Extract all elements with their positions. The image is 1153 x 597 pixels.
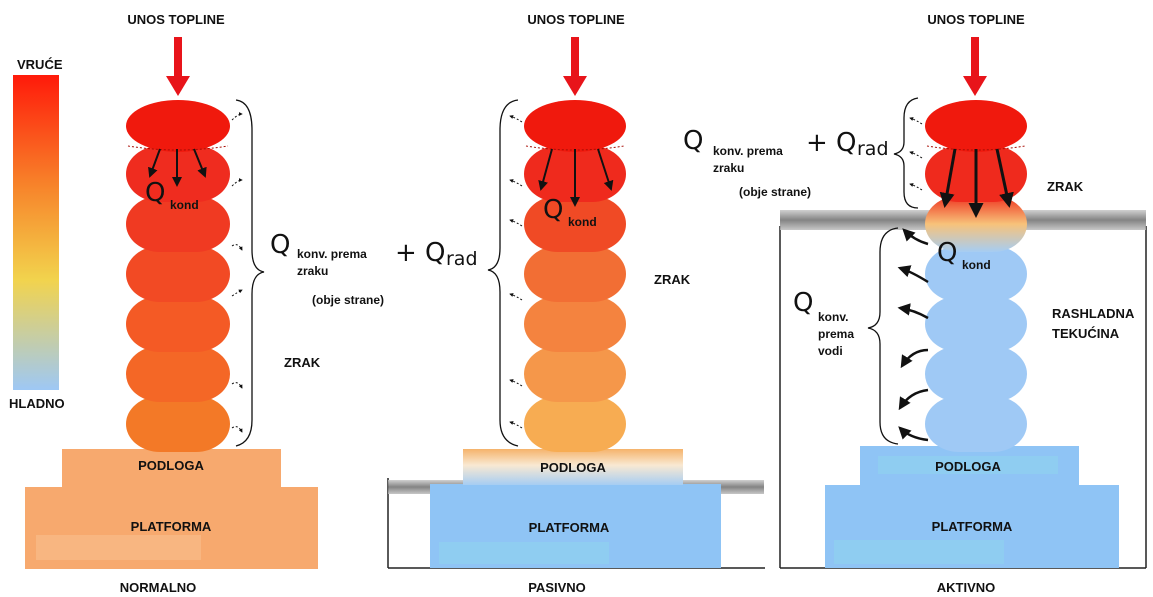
convection-arrows-water <box>897 228 929 442</box>
q-conv-subscript-2: zraku <box>297 264 329 278</box>
q-cond-symbol: Q <box>937 238 958 268</box>
temperature-legend-bar <box>13 75 59 390</box>
q-rad-symbol: + Q <box>806 128 857 158</box>
coolant-label-2: TEKUĆINA <box>1052 326 1120 341</box>
conduction-arrows <box>939 148 1014 218</box>
convection-arrows-air <box>909 117 923 191</box>
substrate-label: PODLOGA <box>935 459 1001 474</box>
q-rad-symbol: + Q <box>395 238 446 268</box>
heat-input-label: UNOS TOPLINE <box>127 12 225 27</box>
q-cond-symbol: Q <box>145 178 166 208</box>
panel-caption: AKTIVNO <box>936 580 996 595</box>
heat-input-label: UNOS TOPLINE <box>527 12 625 27</box>
legend-hot-label: VRUĆE <box>17 57 63 72</box>
convection-arrows <box>231 112 243 433</box>
brace <box>235 99 265 447</box>
brace <box>487 99 519 447</box>
q-cond-symbol: Q <box>543 195 564 225</box>
q-rad-subscript: rad <box>446 248 478 270</box>
q-water-subscript-3: vodi <box>818 344 843 358</box>
heat-input-arrow <box>963 37 987 96</box>
brace-air <box>893 97 919 209</box>
conduction-arrows <box>538 148 614 207</box>
q-cond-subscript: kond <box>170 198 199 212</box>
brace-water <box>867 227 899 445</box>
panel-passive <box>387 37 765 569</box>
substrate-label: PODLOGA <box>138 458 204 473</box>
substrate-block <box>463 449 683 485</box>
platform-label: PLATFORMA <box>130 519 212 534</box>
q-conv-symbol: Q <box>683 126 704 156</box>
substrate-label: PODLOGA <box>540 460 606 475</box>
panel-active <box>779 37 1147 569</box>
air-label: ZRAK <box>654 272 691 287</box>
q-cond-subscript: kond <box>568 215 597 229</box>
platform-label: PLATFORMA <box>528 520 610 535</box>
air-label: ZRAK <box>1047 179 1084 194</box>
heat-input-arrow <box>563 37 587 96</box>
panel-caption: PASIVNO <box>528 580 586 595</box>
platform-label: PLATFORMA <box>931 519 1013 534</box>
panel-normal <box>25 37 318 569</box>
heat-input-arrow <box>166 37 190 96</box>
coolant-label-1: RASHLADNA <box>1052 306 1135 321</box>
q-water-symbol: Q <box>793 288 814 318</box>
heat-input-label: UNOS TOPLINE <box>927 12 1025 27</box>
deposited-wall <box>126 100 230 452</box>
q-rad-subscript: rad <box>857 138 889 160</box>
legend-cold-label: HLADNO <box>9 396 65 411</box>
q-conv-subscript: konv. prema <box>713 144 783 158</box>
q-water-subscript-2: prema <box>818 327 855 341</box>
q-water-subscript-1: konv. <box>818 310 849 324</box>
q-conv-subscript: konv. prema <box>297 247 367 261</box>
q-conv-sides: (obje strane) <box>739 185 812 199</box>
air-label: ZRAK <box>284 355 321 370</box>
q-conv-sides: (obje strane) <box>312 293 385 307</box>
conduction-arrows <box>148 148 207 187</box>
deposited-wall <box>925 100 1027 452</box>
panel-caption: NORMALNO <box>119 580 197 595</box>
convection-arrows <box>509 115 523 429</box>
q-conv-subscript-2: zraku <box>713 161 745 175</box>
q-conv-symbol: Q <box>270 230 291 260</box>
q-cond-subscript: kond <box>962 258 991 272</box>
substrate-block <box>62 449 281 487</box>
